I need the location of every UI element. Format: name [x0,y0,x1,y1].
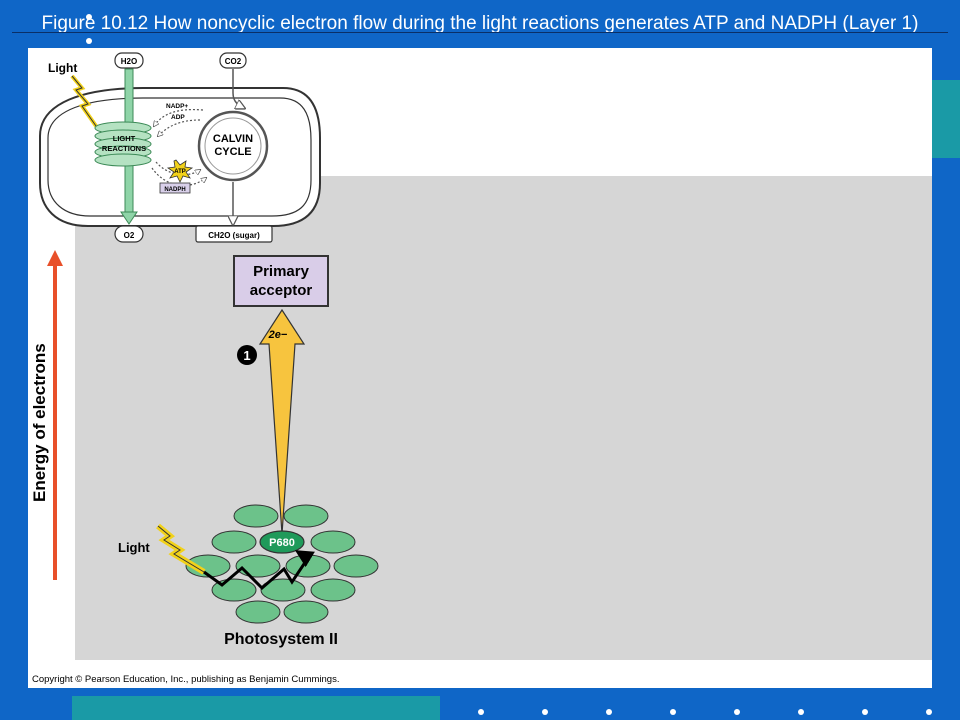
nadp-label: NADP+ [166,103,188,110]
footer-dot [478,709,484,715]
step-1-badge [237,345,257,365]
atp-starburst [166,159,194,183]
calvin-cycle-circle [197,110,269,182]
footer-dot [542,709,548,715]
primary-acceptor-label: Primary [253,263,310,280]
electron-energy-arrow [258,308,306,535]
footer-dot [862,709,868,715]
h2o-label: H2O [121,57,137,66]
light-reactions-label-2: REACTIONS [102,144,146,153]
slide-title: Figure 10.12 How noncyclic electron flow… [41,13,919,34]
teal-accent-bar [72,696,440,720]
electrons-label: 2e− [268,329,288,341]
title-divider [12,32,948,33]
overview-light-label: Light [48,61,77,75]
calvin-cycle-label-2: CYCLE [214,146,251,158]
gray-region [75,176,932,660]
thylakoid-stack [94,121,152,167]
calvin-cycle-label: CALVIN [213,133,253,145]
energy-transfer-path [203,550,315,591]
step-1-label: 1 [243,348,250,363]
sugar-label: CH2O (sugar) [208,231,260,240]
adp-label: ADP [171,114,185,121]
co2-label: CO2 [225,57,242,66]
light-reactions-label: LIGHT [113,134,136,143]
primary-acceptor-box [233,255,329,307]
o2-label: O2 [124,231,135,240]
footer-dot [606,709,612,715]
bullet-dot [86,14,92,20]
chloroplast-overview: Light H2O LIGHT REACTIONS NADP+ ADP ATP … [39,52,321,243]
atp-label: ATP [174,169,186,175]
figure-svg: Light H2O LIGHT REACTIONS NADP+ ADP ATP … [30,52,932,685]
footer-dot [926,709,932,715]
photosystem-label: Photosystem II [224,631,338,648]
nadph-label: NADPH [164,187,185,193]
bullet-dot [86,38,92,44]
figure-panel: Light H2O LIGHT REACTIONS NADP+ ADP ATP … [28,48,932,688]
energy-axis-label: Energy of electrons [30,343,49,502]
footer-dot [670,709,676,715]
photosystem-light-label: Light [118,540,150,555]
photosystem-ii-complex [185,504,379,624]
teal-accent-tab [932,80,960,158]
copyright-text: Copyright © Pearson Education, Inc., pub… [32,674,339,685]
footer-dot [798,709,804,715]
primary-acceptor-label-2: acceptor [250,282,313,299]
p680-label: P680 [269,537,295,549]
footer-dot [734,709,740,715]
p680-reaction-center [259,530,305,554]
